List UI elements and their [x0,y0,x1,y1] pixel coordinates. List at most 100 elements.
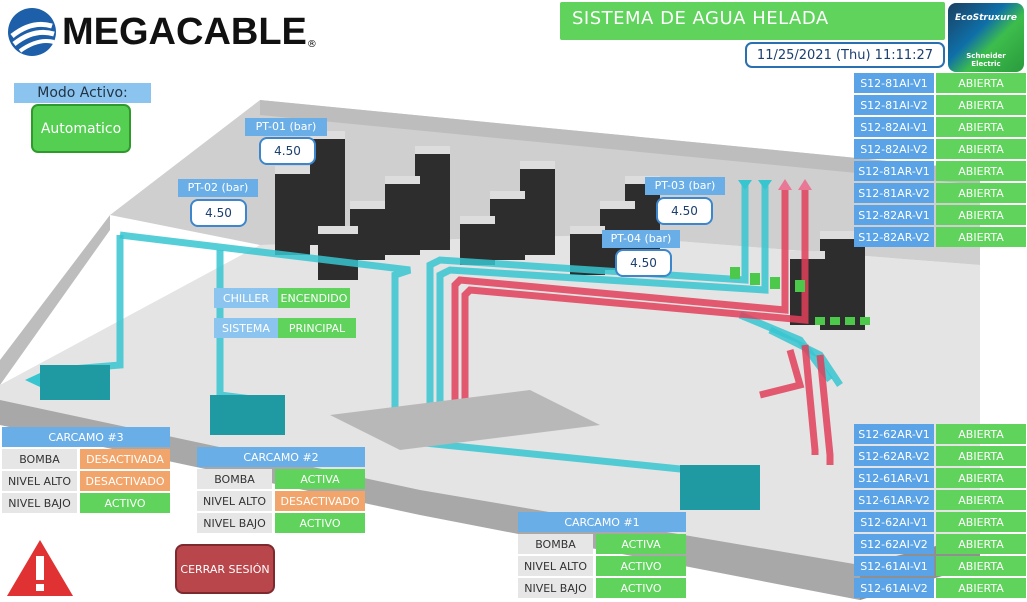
sistema-value: PRINCIPAL [278,318,356,338]
carcamo-row-label: NIVEL ALTO [197,491,272,511]
valve-state: ABIERTA [936,424,1026,444]
chiller-status: CHILLER ENCENDIDO [214,288,350,308]
pt-02-value: 4.50 [190,199,247,227]
valve-state: ABIERTA [936,183,1026,203]
valve-state: ABIERTA [936,468,1026,488]
valve-name: S12-81AI-V2 [854,95,934,115]
valve-name: S12-62AI-V2 [854,534,934,554]
carcamo-row-value: ACTIVA [596,534,686,554]
valve-name: S12-61AR-V2 [854,490,934,510]
carcamo-row-value: ACTIVO [80,493,170,513]
carcamo-row-label: NIVEL ALTO [518,556,593,576]
valve-state: ABIERTA [936,534,1026,554]
pt-03-value: 4.50 [656,197,713,225]
megacable-globe-icon [8,8,56,56]
hot-outlet-arrow-2 [798,179,812,190]
valve-state: ABIERTA [936,95,1026,115]
carcamo-row-label: NIVEL BAJO [518,578,593,598]
carcamo-row-label: NIVEL BAJO [197,513,272,533]
hot-outlet-arrow-1 [778,179,792,190]
megacable-logo: MEGACABLE ® [6,6,336,58]
valve-state: ABIERTA [936,117,1026,137]
carcamo-row-value: ACTIVO [596,556,686,576]
valve-name: S12-81AI-V1 [854,73,934,93]
carcamo-2-title: CARCAMO #2 [197,447,365,467]
valve-state: ABIERTA [936,490,1026,510]
cold-inlet-arrow-2 [758,180,772,190]
cold-inlet-arrow-1 [738,180,752,190]
page-title: SISTEMA DE AGUA HELADA [560,2,945,40]
valve-state: ABIERTA [936,446,1026,466]
registered-mark: ® [306,39,317,50]
carcamo-3-title: CARCAMO #3 [2,427,170,447]
chiller-value: ENCENDIDO [278,288,350,308]
pt-04-label: PT-04 (bar) [602,230,680,248]
valve-state: ABIERTA [936,205,1026,225]
carcamo-row-value: ACTIVA [275,469,365,489]
sistema-label: SISTEMA [214,318,278,338]
chiller-label: CHILLER [214,288,278,308]
valve-name: S12-82AR-V2 [854,227,934,247]
discharge-arrow [25,373,40,387]
valve-name: S12-62AR-V2 [854,446,934,466]
carcamo-row-label: NIVEL BAJO [2,493,77,513]
valve-name: S12-61AI-V1 [854,556,934,576]
carcamo-row-label: BOMBA [2,449,77,469]
pt-03-label: PT-03 (bar) [645,177,725,195]
pt-02-label: PT-02 (bar) [178,179,258,197]
hot-water-pipes [451,190,834,465]
sump-3 [40,365,110,400]
auto-mode-button[interactable]: Automatico [31,104,131,153]
mode-label: Modo Activo: [14,83,151,103]
carcamo-row-value: DESACTIVADA [80,449,170,469]
carcamo-row-value: DESACTIVADO [80,471,170,491]
valve-state: ABIERTA [936,73,1026,93]
valve-state: ABIERTA [936,161,1026,181]
carcamo-row-label: BOMBA [197,469,272,489]
valve-name: S12-82AI-V1 [854,117,934,137]
valve-state: ABIERTA [936,139,1026,159]
valve-name: S12-61AR-V1 [854,468,934,488]
valve-markers [730,267,870,325]
pt-01-label: PT-01 (bar) [245,118,327,136]
carcamo-row-label: BOMBA [518,534,593,554]
sump-2 [210,395,285,435]
carcamo-row-label: NIVEL ALTO [2,471,77,491]
logout-button[interactable]: CERRAR SESIÓN [175,544,275,594]
alarm-warning-icon[interactable] [5,538,75,598]
carcamo-row-value: ACTIVO [596,578,686,598]
valve-name: S12-62AR-V1 [854,424,934,444]
valve-state: ABIERTA [936,512,1026,532]
brand-name: MEGACABLE [62,10,307,53]
center-platform [330,390,600,450]
carcamo-row-value: ACTIVO [275,513,365,533]
eco-logo-text: EcoStruxure [954,13,1018,23]
datetime-display: 11/25/2021 (Thu) 11:11:27 [745,42,945,68]
